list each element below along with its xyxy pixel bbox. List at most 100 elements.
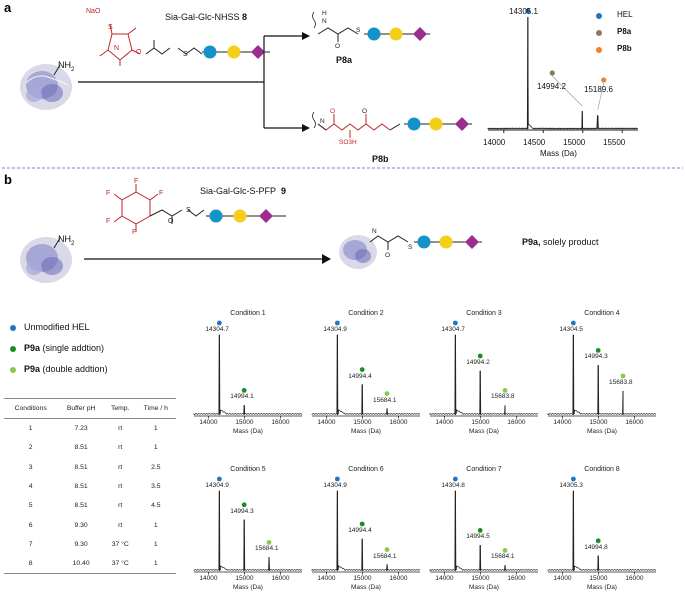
fluorine-label-2: F [134, 178, 139, 185]
spectrum-trace [193, 490, 303, 571]
legend-double-dot [10, 367, 16, 373]
spectrum-peak-label-2: 14994.5 [466, 533, 490, 541]
spectrum-tick-label-3: 16000 [389, 419, 408, 426]
ms-a-peak-p8a-label: 14994.2 [537, 82, 566, 91]
amine-label-b: NH2 [58, 234, 75, 247]
p8b-n-label: N [320, 118, 325, 125]
spectrum-tick-label-3: 16000 [389, 575, 408, 582]
ms-a-tick-4: 15500 [603, 138, 626, 147]
ms-a-trace [487, 16, 638, 131]
spectrum-xlabel: Mass (Da) [587, 428, 617, 435]
legend-p8a-label: P8a [617, 27, 632, 36]
glucose-icon [203, 45, 217, 59]
spectrum-peak-label-1: 14304.9 [323, 482, 347, 489]
spectrum-peak-label-2: 14994.8 [584, 543, 608, 551]
fluorine-label-3: F [159, 190, 164, 197]
spectrum-peak-label-3: 15684.1 [255, 545, 279, 553]
ms-a-tick-2: 14500 [523, 138, 546, 147]
spectrum-plot [429, 476, 539, 575]
spectrum-title: Condition 7 [466, 466, 502, 473]
spectrum-peak-label-2: 14994.3 [584, 353, 608, 361]
product-p8a-label: P8a [336, 55, 353, 65]
spectrum-xlabel: Mass (Da) [587, 584, 617, 591]
legend-hel-label: HEL [617, 10, 633, 19]
spectrum-tick-label-1: 14000 [317, 419, 336, 426]
ms-a-p8a-dot [549, 70, 555, 76]
spectrum-peak-dot-2 [241, 388, 247, 393]
spectrum-peak-dot-1 [334, 476, 340, 482]
legend-double-label: P9a (double addtion) [24, 364, 108, 374]
galactose-icon [227, 45, 241, 59]
reaction-arrow-a [78, 32, 310, 132]
spectrum-peak-label-1: 14304.5 [559, 326, 583, 333]
p9a-n-label: N [372, 228, 377, 235]
table-header-row: Conditions Buffer pH Temp. Time / h [4, 398, 176, 419]
spectrum-tick-label-3: 16000 [271, 575, 290, 582]
p8a-s-label: S [356, 27, 361, 34]
spectrum-title: Condition 8 [584, 466, 620, 473]
spectrum-tick-label-1: 14000 [317, 575, 336, 582]
protein-hel-a [20, 64, 72, 110]
spectrum-peak-label-1: 14304.9 [205, 482, 229, 489]
reagent-8-name: Sia-Gal-Glc-NHSS 8 [165, 12, 248, 22]
spectrum-peak-dot-2 [359, 367, 365, 372]
header-conditions: Conditions [4, 398, 58, 419]
spectrum-peak-dot-1 [452, 476, 458, 482]
p8a-n-label: N [322, 18, 327, 25]
spectrum-peak-dot-2 [359, 521, 365, 527]
spectrum-tick-label-3: 16000 [625, 419, 644, 426]
spectrum-tick-label-1: 14000 [435, 575, 454, 582]
legend-single-dot [10, 346, 16, 352]
spectrum-peak-label-2: 14994.4 [348, 527, 372, 534]
fluorine-label-5: F [132, 229, 137, 236]
spectrum-title: Condition 5 [230, 466, 266, 473]
spectrum-peak-dot-3 [384, 391, 390, 396]
spectrum-peak-label-1: 14304.7 [205, 326, 229, 333]
spectrum-trace [311, 334, 421, 415]
spectrum-tick-label-2: 15000 [589, 419, 608, 426]
succinimide-n-label: N [114, 45, 120, 52]
spectrum-peak-dot-3 [502, 548, 508, 553]
spectrum-xlabel: Mass (Da) [469, 428, 499, 435]
sulfonate-s-label: S [108, 24, 113, 31]
spectrum-title: Condition 6 [348, 466, 384, 473]
spectrum-trace [193, 334, 303, 415]
spectrum-plot [193, 476, 303, 575]
spectrum-peak-dot-1 [452, 320, 458, 326]
spectrum-tick-label-1: 14000 [199, 575, 218, 582]
spectrum-plot [547, 320, 657, 419]
thioether-s-label: S [183, 51, 188, 58]
legend-unmodified-label: Unmodified HEL [24, 322, 90, 332]
spectrum-xlabel: Mass (Da) [233, 428, 263, 435]
legend-p8b-label: P8b [617, 44, 632, 53]
spectrum-tick-label-3: 16000 [625, 575, 644, 582]
spectrum-tick-label-2: 15000 [235, 419, 254, 426]
spectrum-tick-label-2: 15000 [471, 419, 490, 426]
spectrum-tick-label-2: 15000 [353, 575, 372, 582]
product-p8b-structure [312, 111, 472, 138]
spectrum-plot [193, 320, 303, 419]
sialic-acid-icon [251, 45, 265, 59]
spectrum-peak-label-1: 14305.3 [559, 482, 583, 489]
spectrum-tick-label-3: 16000 [507, 575, 526, 582]
spectrum-peak-label-1: 14304.8 [441, 482, 465, 489]
ms-a-xlabel: Mass (Da) [540, 149, 577, 158]
spectrum-tick-label-3: 16000 [507, 419, 526, 426]
spectrum-xlabel: Mass (Da) [351, 584, 381, 591]
spectrum-peak-label-2: 14994.2 [466, 359, 490, 366]
spectrum-peak-dot-2 [477, 353, 483, 359]
spectrum-plot [547, 476, 657, 575]
spectrum-trace [547, 490, 657, 572]
reagent-9-o-label: O [168, 218, 174, 225]
sodium-oxide-label: NaO [86, 8, 101, 15]
